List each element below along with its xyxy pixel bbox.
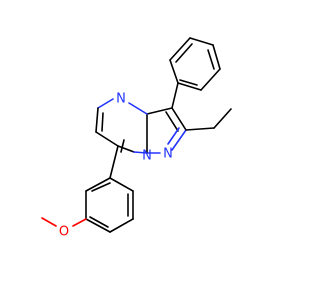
methoxyphenyl-ring bbox=[85, 177, 134, 233]
pyrimidine-ring bbox=[95, 98, 148, 154]
bond bbox=[169, 59, 179, 84]
pyrazole-ring bbox=[146, 107, 187, 154]
methoxy-oxygen-label: O bbox=[59, 225, 69, 240]
ethyl-group bbox=[185, 108, 232, 131]
pyrimidine-aryl-bond bbox=[109, 145, 119, 179]
pyrimidine-nitrogen-label: N bbox=[116, 92, 126, 107]
bond bbox=[213, 108, 232, 129]
bond-double bbox=[175, 43, 193, 63]
bond bbox=[171, 129, 187, 151]
chemical-structure-diagram: N N N O bbox=[41, 37, 232, 240]
bond bbox=[189, 37, 214, 46]
bond bbox=[95, 107, 99, 133]
bond bbox=[109, 218, 134, 233]
bond-double bbox=[165, 111, 179, 132]
bond bbox=[97, 98, 114, 109]
bond bbox=[200, 68, 221, 91]
bond-double bbox=[207, 49, 215, 70]
phenyl-pyrazole-bond bbox=[171, 82, 179, 109]
bond bbox=[72, 218, 87, 227]
bond-double bbox=[91, 182, 111, 192]
bond bbox=[171, 107, 187, 131]
bond bbox=[109, 177, 134, 192]
bond bbox=[133, 151, 148, 154]
bond bbox=[128, 102, 148, 115]
bond bbox=[146, 107, 173, 115]
bridgehead-nitrogen-label: N bbox=[142, 149, 152, 164]
bond bbox=[41, 217, 57, 227]
bond bbox=[117, 145, 135, 153]
bond-double bbox=[101, 112, 104, 132]
pyrazole-nitrogen-label: N bbox=[163, 147, 173, 162]
bond-double bbox=[120, 139, 125, 153]
bond bbox=[177, 82, 202, 91]
bond-double bbox=[179, 79, 198, 86]
bond bbox=[212, 44, 221, 70]
methoxy-group bbox=[41, 217, 87, 227]
bond bbox=[95, 131, 119, 147]
bond bbox=[85, 177, 111, 192]
bond bbox=[185, 127, 215, 131]
bond-double bbox=[167, 127, 180, 145]
bond bbox=[169, 37, 191, 61]
bond bbox=[85, 218, 111, 233]
phenyl-ring bbox=[169, 37, 221, 91]
bond-double bbox=[89, 216, 109, 228]
